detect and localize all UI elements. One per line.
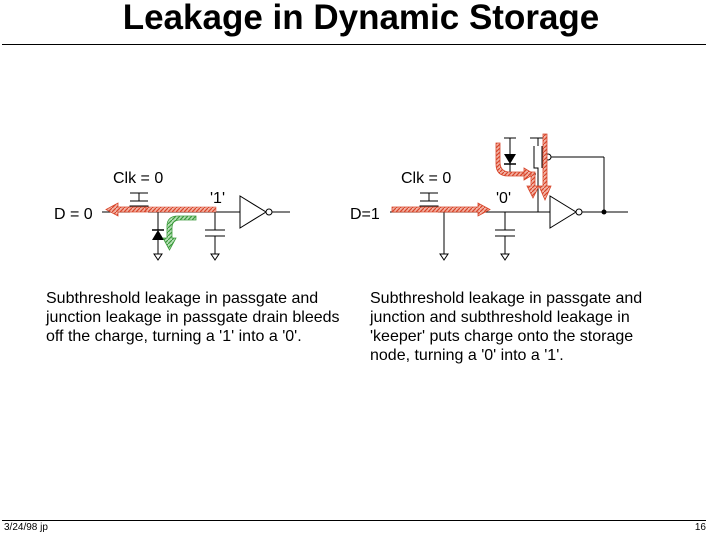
right-input-label: D=1 [350, 206, 380, 223]
right-caption: Subthreshold leakage in passgate and jun… [370, 290, 643, 364]
right-node-label: '0' [496, 190, 511, 207]
right-red-leak-arrow-input [391, 202, 491, 217]
page-number: 16 [694, 522, 706, 533]
left-red-leak-arrow [105, 202, 147, 217]
right-diode-icon [504, 154, 516, 164]
left-node-label: '1' [210, 190, 225, 207]
page-title: Leakage in Dynamic Storage [122, 0, 600, 37]
right-red-leak-arrow-diode [495, 142, 535, 181]
left-clk-label: Clk = 0 [113, 170, 163, 187]
right-red-leak-arrow-keeper [538, 133, 552, 202]
left-caption: Subthreshold leakage in passgate and jun… [46, 290, 340, 345]
right-circuit: Clk = 0 D=1 '0' [350, 133, 628, 261]
left-diode-icon [152, 230, 164, 240]
left-input-label: D = 0 [54, 206, 93, 223]
left-green-leak-arrow [162, 215, 197, 251]
right-output-junction [601, 209, 607, 215]
footer-divider [2, 520, 706, 521]
left-circuit: Clk = 0 D = 0 '1' [54, 170, 290, 261]
right-clk-label: Clk = 0 [401, 170, 451, 187]
title-divider [2, 44, 706, 45]
footer-date: 3/24/98 jp [4, 522, 48, 533]
left-wires [102, 192, 290, 261]
